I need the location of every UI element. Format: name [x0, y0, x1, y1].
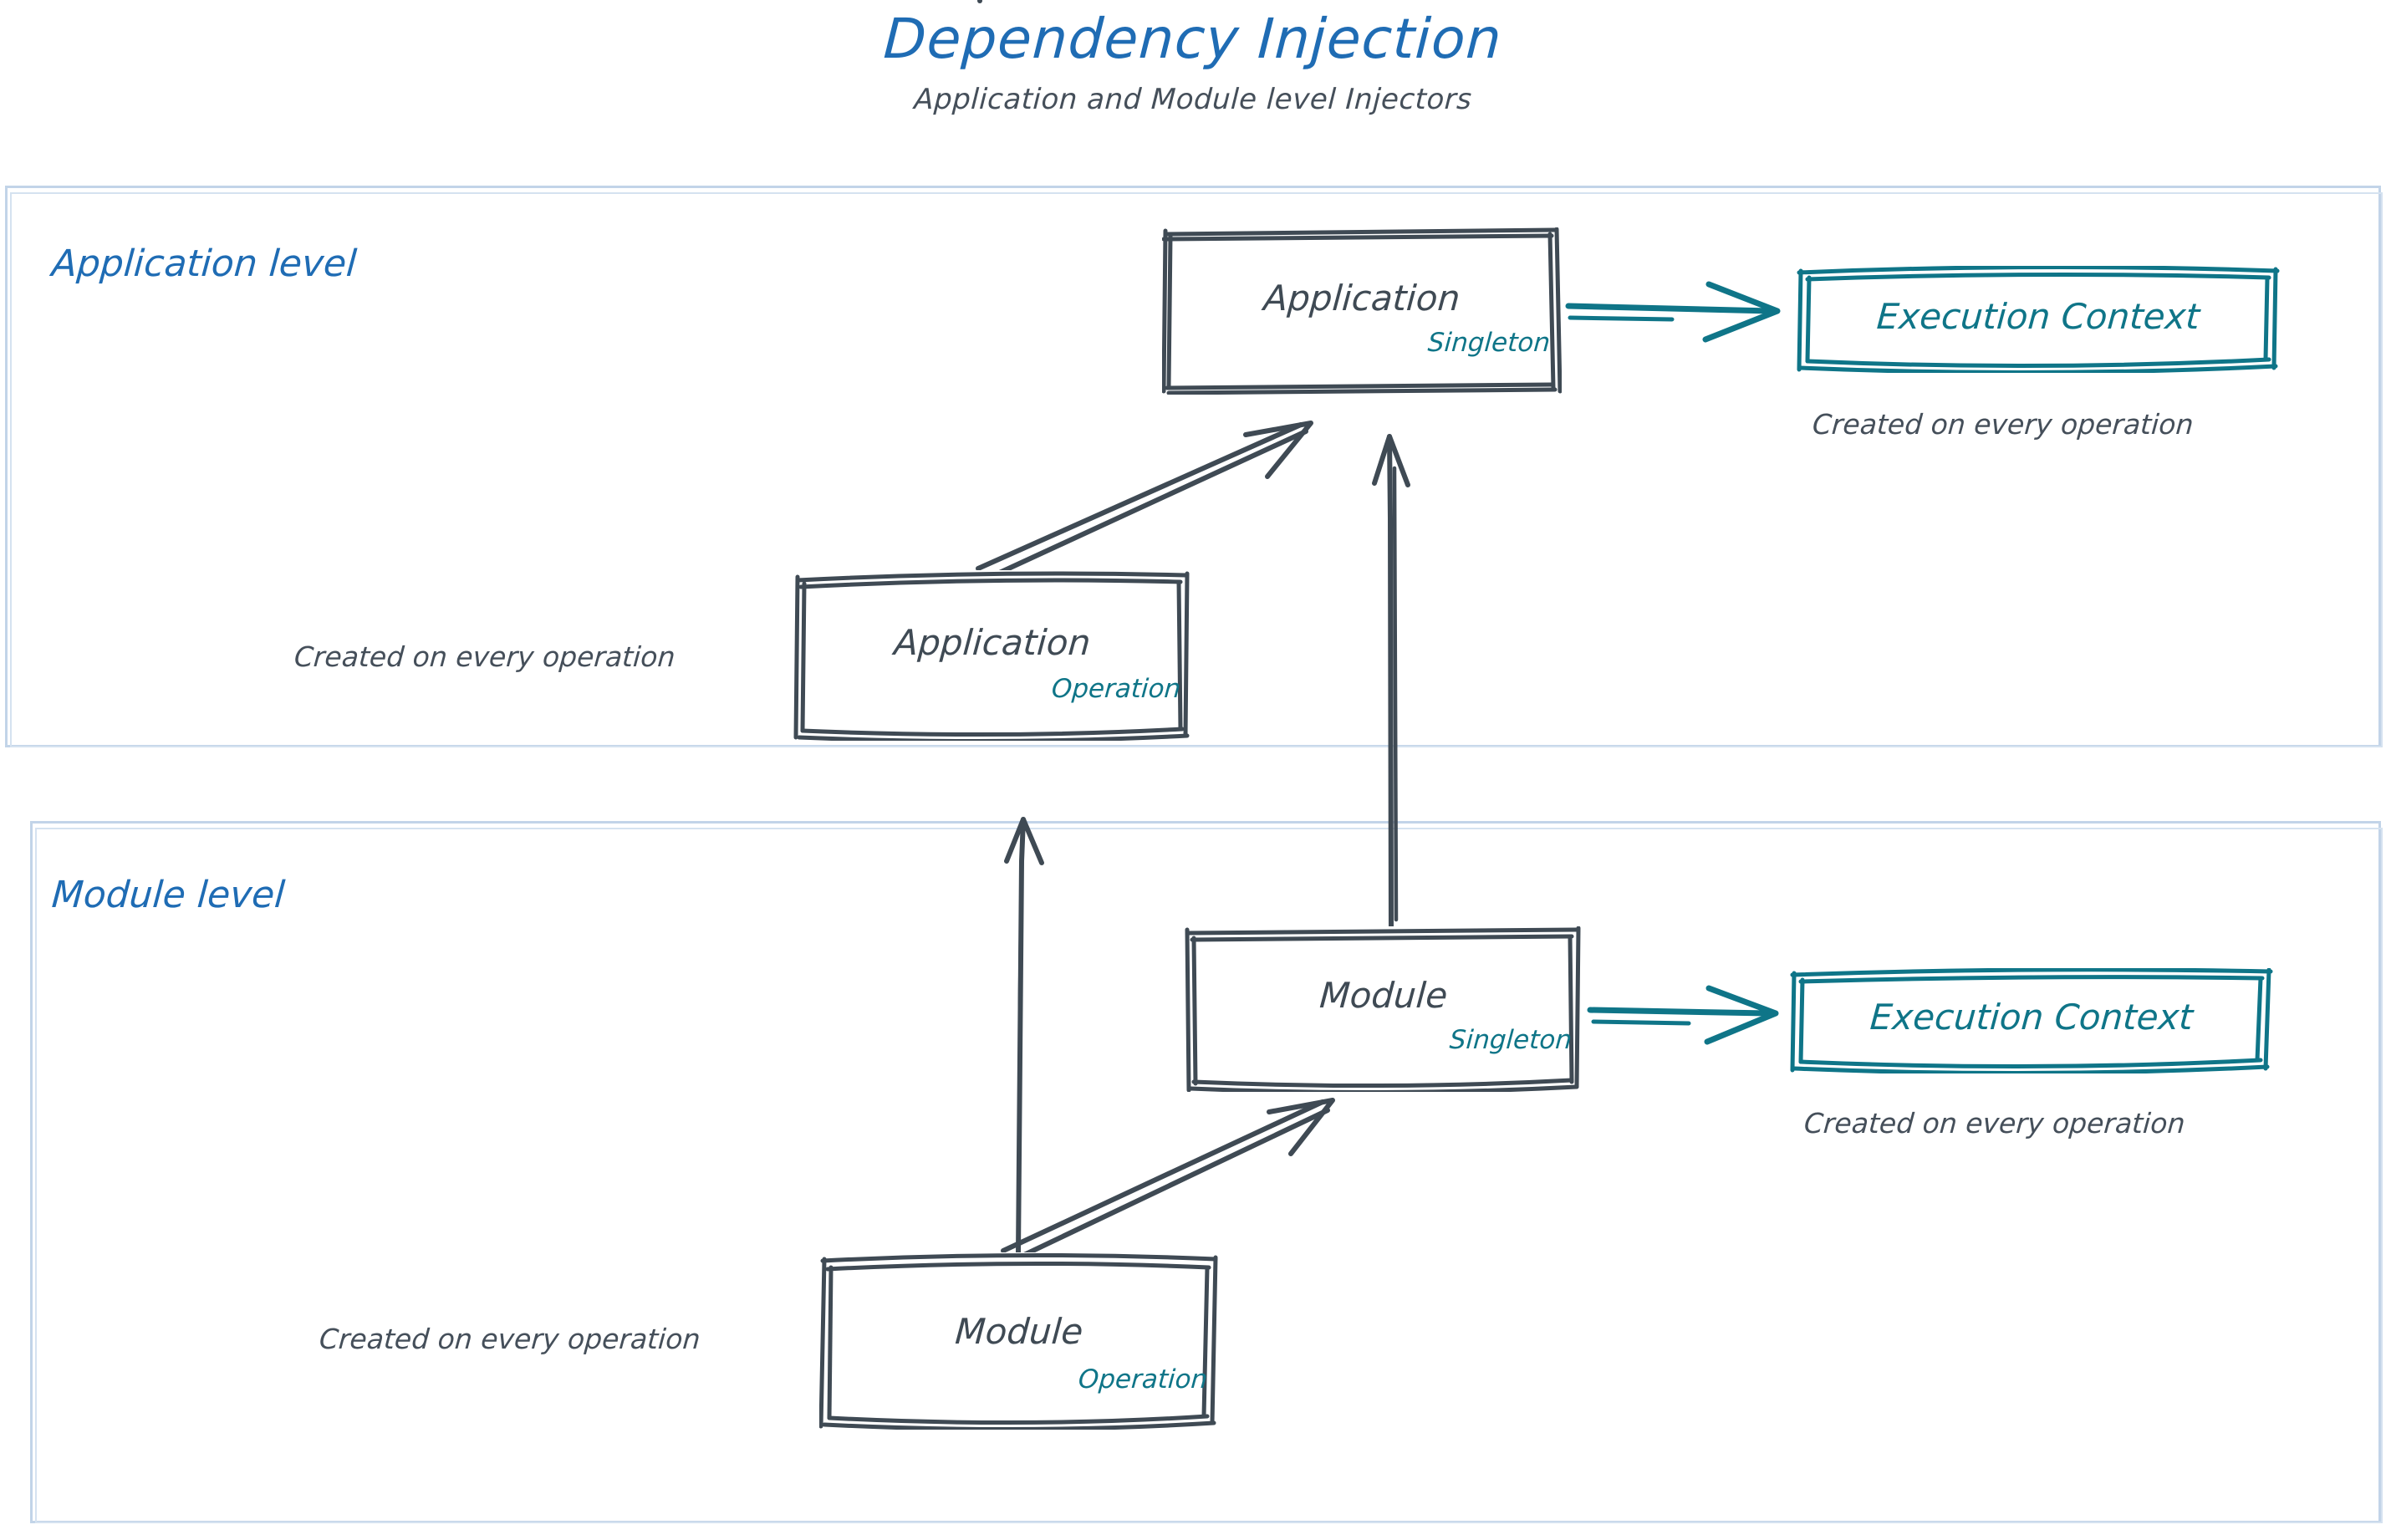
- execution-context-label: Execution Context: [1875, 296, 2201, 337]
- node-scope-badge: Singleton: [1448, 1025, 1573, 1055]
- execution-context-label: Execution Context: [1869, 997, 2195, 1038]
- diagram-header: Dependency Injection Application and Mod…: [0, 0, 2386, 116]
- node-module-execution-context[interactable]: Execution Context: [1789, 968, 2274, 1073]
- sketch-box-border: [1790, 968, 2273, 1073]
- node-application-singleton[interactable]: Application Singleton: [1162, 227, 1562, 395]
- node-title: Module: [953, 1311, 1085, 1352]
- module-execution-context-caption: Created on every operation: [1802, 1107, 2186, 1140]
- node-title: Module: [1318, 975, 1450, 1016]
- node-scope-badge: Operation: [1050, 674, 1182, 704]
- node-application-execution-context[interactable]: Execution Context: [1796, 266, 2281, 373]
- node-title: Application: [892, 622, 1093, 663]
- node-module-singleton[interactable]: Module Singleton: [1184, 926, 1583, 1092]
- node-scope-badge: Operation: [1077, 1364, 1209, 1395]
- page-subtitle: Application and Module level Injectors: [913, 83, 1473, 116]
- node-module-operation[interactable]: Module Operation: [819, 1252, 1219, 1430]
- sketch-box-border: [1797, 266, 2280, 373]
- node-application-operation[interactable]: Application Operation: [793, 570, 1192, 741]
- module-operation-caption: Created on every operation: [318, 1323, 701, 1355]
- node-scope-badge: Singleton: [1426, 328, 1552, 358]
- application-execution-context-caption: Created on every operation: [1811, 408, 2195, 441]
- node-title: Application: [1262, 278, 1462, 319]
- page-title: Dependency Injection: [882, 7, 1504, 71]
- module-level-label: Module level: [50, 874, 287, 916]
- application-operation-caption: Created on every operation: [293, 640, 676, 673]
- application-level-label: Application level: [50, 242, 359, 285]
